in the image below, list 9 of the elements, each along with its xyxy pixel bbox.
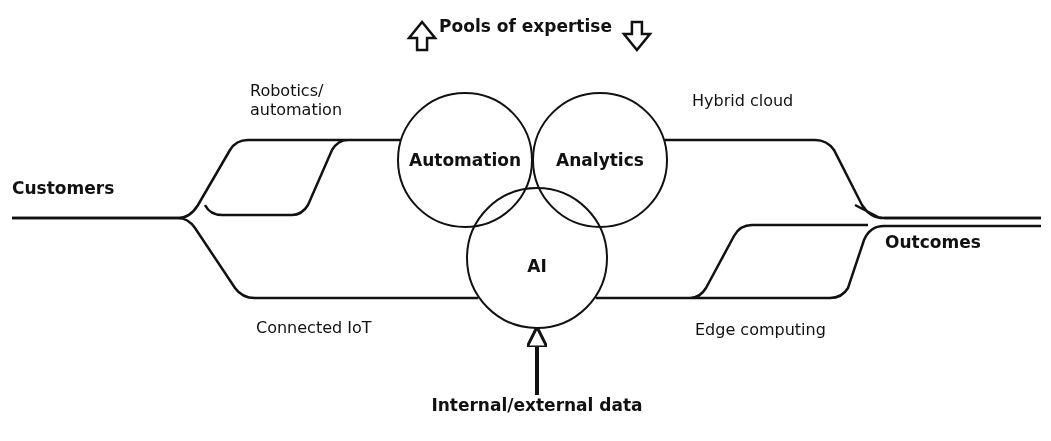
node-label: Internal/external data: [431, 395, 643, 415]
circle-label: AI: [527, 256, 547, 276]
node-label: Customers: [12, 178, 115, 198]
circle-label: Automation: [409, 150, 521, 170]
title: Pools of expertise: [439, 16, 612, 36]
track-line: [594, 216, 1043, 300]
node-label: Outcomes: [885, 232, 981, 252]
circle-label: Analytics: [556, 150, 644, 170]
track-line: [12, 216, 479, 300]
